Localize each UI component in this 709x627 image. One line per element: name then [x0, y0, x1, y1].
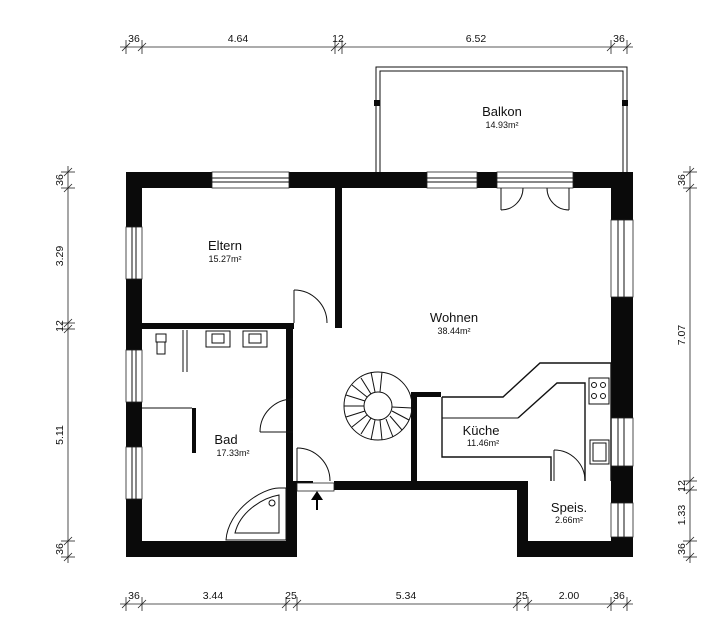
dim-bottom-3: 25 — [285, 590, 297, 602]
room-area-eltern: 15.27m² — [208, 254, 241, 264]
dim-top-3: 12 — [332, 33, 344, 45]
dim-left-4: 5.11 — [54, 425, 66, 445]
doors — [259, 187, 586, 492]
dim-bottom-5: 25 — [516, 590, 528, 602]
dim-top-4: 6.52 — [466, 33, 487, 45]
dim-bottom-6: 2.00 — [559, 590, 580, 602]
dimension-left: 36 3.29 12 5.11 36 — [54, 166, 75, 563]
room-area-wohnen: 38.44m² — [437, 326, 470, 336]
dim-left-1: 36 — [54, 174, 66, 186]
room-name-wohnen: Wohnen — [430, 310, 478, 325]
spiral-staircase — [343, 371, 413, 441]
dim-right-2: 7.07 — [676, 325, 688, 346]
room-name-eltern: Eltern — [208, 238, 242, 253]
dim-left-3: 12 — [54, 320, 66, 332]
room-area-balkon: 14.93m² — [485, 120, 518, 130]
room-name-kueche: Küche — [463, 423, 500, 438]
dim-left-5: 36 — [54, 543, 66, 555]
dim-bottom-4: 5.34 — [396, 590, 417, 602]
dimension-top: 36 4.64 12 6.52 36 — [120, 33, 633, 54]
dim-right-4: 1.33 — [676, 505, 688, 526]
dimension-right: 36 7.07 12 1.33 36 — [676, 166, 697, 563]
dim-top-2: 4.64 — [228, 33, 249, 45]
room-area-bad: 17.33m² — [216, 448, 249, 458]
room-name-bad: Bad — [214, 432, 237, 447]
dim-right-3: 12 — [676, 480, 688, 492]
windows — [125, 171, 634, 538]
room-area-speis: 2.66m² — [555, 515, 583, 525]
dim-top-1: 36 — [128, 33, 140, 45]
dim-bottom-7: 36 — [613, 590, 625, 602]
dim-bottom-1: 36 — [128, 590, 140, 602]
entrance-arrow-icon — [311, 491, 323, 510]
room-area-kueche: 11.46m² — [467, 438, 499, 448]
dim-left-2: 3.29 — [54, 246, 66, 267]
dim-right-5: 36 — [676, 543, 688, 555]
room-name-speis: Speis. — [551, 500, 587, 515]
room-labels: Balkon 14.93m² Eltern 15.27m² Wohnen 38.… — [208, 104, 587, 525]
kitchen-counter — [441, 362, 612, 481]
dimension-bottom: 36 3.44 25 5.34 25 2.00 36 — [120, 590, 633, 611]
dim-right-1: 36 — [676, 174, 688, 186]
dim-bottom-2: 3.44 — [203, 590, 224, 602]
bath-fixtures — [142, 330, 287, 541]
dim-top-5: 36 — [613, 33, 625, 45]
room-name-balkon: Balkon — [482, 104, 522, 119]
